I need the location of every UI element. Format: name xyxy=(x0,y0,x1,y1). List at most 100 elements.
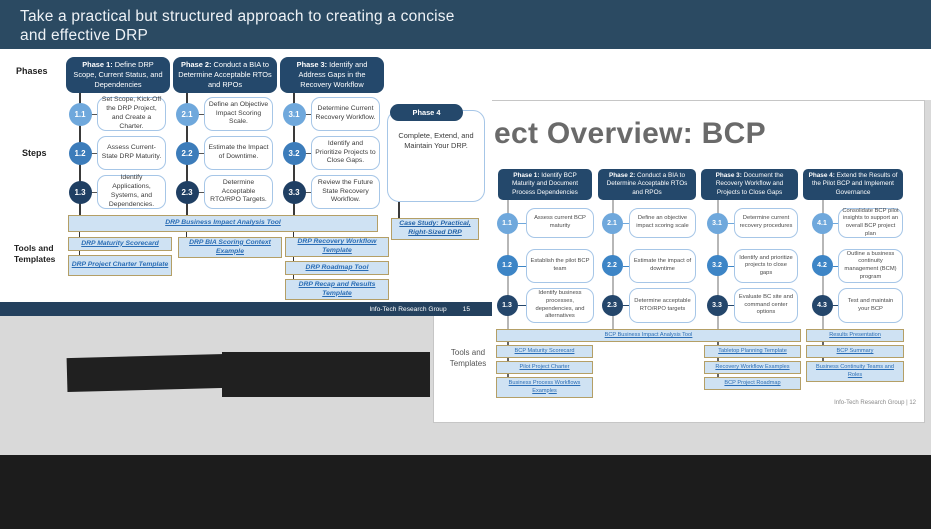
drp-step-22-circle: 2.2 xyxy=(175,141,199,165)
bcp-tool-recovery-examples[interactable]: Recovery Workflow Examples xyxy=(704,361,801,374)
drp-tool-recovery-workflow[interactable]: DRP Recovery Workflow Template xyxy=(285,237,389,257)
bcp-phase4-header: Phase 4: Extend the Results of the Pilot… xyxy=(803,169,903,200)
bcp-step-21-box: Define an objective impact scoring scale xyxy=(629,208,696,238)
bcp-step-33-circle: 3.3 xyxy=(706,294,728,316)
connector xyxy=(198,113,204,116)
tick xyxy=(507,374,509,377)
bcp-tool-results-presentation[interactable]: Results Presentation xyxy=(806,329,904,342)
connector xyxy=(728,265,734,268)
bcp-step-11-circle: 1.1 xyxy=(496,212,518,234)
connector xyxy=(728,304,734,307)
phase-text: Phase 3: Identify and Address Gaps in th… xyxy=(296,60,368,89)
bcp-step-22-circle: 2.2 xyxy=(601,254,623,276)
bcp-tool-tabletop[interactable]: Tabletop Planning Template xyxy=(704,345,801,358)
drp-step-32-circle: 3.2 xyxy=(282,141,306,165)
drp-footer-org: Info-Tech Research Group xyxy=(369,305,447,313)
bcp-step-41-circle: 4.1 xyxy=(811,212,833,234)
phase-text: Phase 2: Conduct a BIA to Determine Acce… xyxy=(606,171,688,196)
drp-step-11-box: Set Scope, Kick-Off the DRP Project, and… xyxy=(97,96,166,131)
bcp-overview-slide: ect Overview: BCP Phase 1: Identify BCP … xyxy=(433,100,925,423)
drp-footer-bar: Info-Tech Research Group 15 xyxy=(0,302,492,316)
bottom-black-band xyxy=(0,455,931,529)
connector xyxy=(833,265,838,268)
tick xyxy=(717,374,719,377)
bcp-tool-process-workflows[interactable]: Business Process Workflows Examples xyxy=(496,377,593,398)
redaction-blob xyxy=(66,353,226,393)
slide-title-line1: Take a practical but structured approach… xyxy=(20,8,455,25)
drp-step-11-circle: 1.1 xyxy=(68,102,92,126)
bcp-step-43-circle: 4.3 xyxy=(811,294,833,316)
tick xyxy=(78,251,81,255)
bcp-step-11-box: Assess current BCP maturity xyxy=(526,208,594,238)
bcp-footer-text: Info-Tech Research Group | 12 xyxy=(834,400,916,406)
drp-tool-project-charter[interactable]: DRP Project Charter Template xyxy=(68,255,172,276)
drp-steps-label: Steps xyxy=(22,148,47,158)
phase-text: Phase 3: Document the Recovery Workflow … xyxy=(715,171,784,196)
drp-step-32-box: Identify and Prioritize Projects to Clos… xyxy=(311,136,380,170)
bcp-step-32-circle: 3.2 xyxy=(706,254,728,276)
bcp-step-41-box: Consolidate BCP pilot insights to suppor… xyxy=(838,208,903,238)
tick xyxy=(717,342,719,345)
tick xyxy=(292,257,295,261)
drp-tool-maturity-scorecard[interactable]: DRP Maturity Scorecard xyxy=(68,237,172,251)
drp-tool-bia-scoring[interactable]: DRP BIA Scoring Context Example xyxy=(178,237,282,258)
bcp-step-42-box: Outline a business continuity management… xyxy=(838,249,903,283)
drp-phase2-header: Phase 2: Conduct a BIA to Determine Acce… xyxy=(173,57,277,93)
drp-phase4-pill: Phase 4 xyxy=(390,104,463,121)
drp-tool-roadmap[interactable]: DRP Roadmap Tool xyxy=(285,261,389,275)
bcp-step-23-circle: 2.3 xyxy=(601,294,623,316)
bcp-step-32-box: Identify and prioritize projects to clos… xyxy=(734,249,798,283)
phase-text: Phase 1: Identify BCP Maturity and Docum… xyxy=(511,171,579,196)
connector xyxy=(198,152,204,155)
connector xyxy=(91,113,97,116)
bcp-step-42-circle: 4.2 xyxy=(811,254,833,276)
tick xyxy=(292,232,295,237)
slide-title: Take a practical but structured approach… xyxy=(20,7,455,45)
drp-footer-page-number: 15 xyxy=(462,305,470,313)
bcp-phase3-header: Phase 3: Document the Recovery Workflow … xyxy=(701,169,798,200)
drp-tool-bia[interactable]: DRP Business Impact Analysis Tool xyxy=(68,215,378,232)
connector xyxy=(623,265,629,268)
tick xyxy=(822,342,824,345)
tick xyxy=(185,232,188,237)
drp-case-study-link[interactable]: Case Study: Practical, Right-Sized DRP xyxy=(391,218,479,240)
bcp-phase2-header: Phase 2: Conduct a BIA to Determine Acce… xyxy=(598,169,696,200)
bcp-step-21-circle: 2.1 xyxy=(601,212,623,234)
connector xyxy=(198,191,204,194)
phase-text: Phase 4: Extend the Results of the Pilot… xyxy=(808,171,898,196)
bcp-tool-bia[interactable]: BCP Business Impact Analysis Tool xyxy=(496,329,801,342)
phase4-body: Complete, Extend, and Maintain Your DRP. xyxy=(398,131,474,150)
drp-step-31-circle: 3.1 xyxy=(282,102,306,126)
bcp-step-43-box: Test and maintain your BCP xyxy=(838,288,903,323)
drp-step-31-box: Determine Current Recovery Workflow. xyxy=(311,97,380,131)
bcp-tool-summary[interactable]: BCP Summary xyxy=(806,345,904,358)
bcp-step-33-box: Evaluate BC site and command center opti… xyxy=(734,288,798,323)
drp-phase4-box: Complete, Extend, and Maintain Your DRP. xyxy=(387,110,485,202)
bcp-tool-roadmap[interactable]: BCP Project Roadmap xyxy=(704,377,801,390)
redaction-blob xyxy=(222,352,430,397)
slide-title-bar: Take a practical but structured approach… xyxy=(0,0,931,49)
tick xyxy=(292,275,295,279)
connector xyxy=(623,222,629,225)
bcp-step-31-circle: 3.1 xyxy=(706,212,728,234)
bcp-tool-bc-teams-roles[interactable]: Business Continuity Teams and Roles xyxy=(806,361,904,382)
bcp-tool-pilot-charter[interactable]: Pilot Project Charter xyxy=(496,361,593,374)
connector xyxy=(305,152,311,155)
connector xyxy=(833,222,838,225)
drp-step-13-box: Identify Applications, Systems, and Depe… xyxy=(97,174,166,209)
tick xyxy=(507,342,509,345)
connector xyxy=(728,222,734,225)
bcp-tool-maturity-scorecard[interactable]: BCP Maturity Scorecard xyxy=(496,345,593,358)
drp-tool-recap-results[interactable]: DRP Recap and Results Template xyxy=(285,279,389,300)
drp-step-23-box: Determine Acceptable RTO/RPO Targets. xyxy=(204,175,273,209)
drp-step-22-box: Estimate the Impact of Downtime. xyxy=(204,136,273,170)
bcp-step-13-box: Identify business processes, dependencie… xyxy=(526,288,594,323)
drp-phases-label: Phases xyxy=(16,66,48,76)
bcp-step-31-box: Determine current recovery procedures xyxy=(734,208,798,238)
connector xyxy=(91,191,97,194)
connector xyxy=(518,222,526,225)
